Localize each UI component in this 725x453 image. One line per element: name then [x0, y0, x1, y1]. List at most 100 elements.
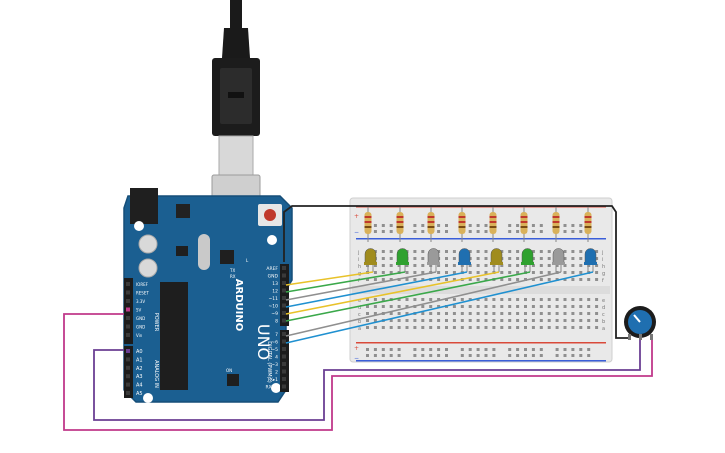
rail-hole[interactable]: [531, 354, 535, 357]
breadboard-hole[interactable]: [587, 312, 591, 315]
rail-hole[interactable]: [413, 354, 417, 357]
breadboard-hole[interactable]: [555, 312, 559, 315]
rail-hole[interactable]: [421, 230, 425, 233]
breadboard-hole[interactable]: [531, 305, 535, 308]
rail-hole[interactable]: [539, 348, 543, 351]
breadboard-hole[interactable]: [484, 326, 488, 329]
breadboard-hole[interactable]: [476, 250, 480, 253]
breadboard-hole[interactable]: [500, 319, 504, 322]
rail-hole[interactable]: [476, 224, 480, 227]
breadboard-hole[interactable]: [539, 319, 543, 322]
analog-pin[interactable]: [126, 391, 130, 395]
breadboard-hole[interactable]: [547, 326, 551, 329]
rail-hole[interactable]: [484, 230, 488, 233]
breadboard-hole[interactable]: [373, 305, 377, 308]
rail-hole[interactable]: [484, 224, 488, 227]
rail-hole[interactable]: [587, 354, 591, 357]
breadboard-hole[interactable]: [500, 305, 504, 308]
power-pin[interactable]: [126, 290, 130, 295]
breadboard-hole[interactable]: [468, 278, 472, 281]
breadboard-hole[interactable]: [381, 278, 385, 281]
breadboard-hole[interactable]: [539, 305, 543, 308]
breadboard-hole[interactable]: [397, 312, 401, 315]
breadboard-hole[interactable]: [587, 305, 591, 308]
breadboard-hole[interactable]: [429, 305, 433, 308]
breadboard-hole[interactable]: [373, 326, 377, 329]
digital-pin[interactable]: [282, 339, 286, 344]
rail-hole[interactable]: [421, 348, 425, 351]
breadboard-hole[interactable]: [421, 298, 425, 301]
rail-hole[interactable]: [476, 348, 480, 351]
breadboard-hole[interactable]: [413, 319, 417, 322]
breadboard-hole[interactable]: [484, 257, 488, 260]
rail-hole[interactable]: [508, 224, 512, 227]
breadboard-hole[interactable]: [563, 250, 567, 253]
breadboard-hole[interactable]: [437, 312, 441, 315]
breadboard-hole[interactable]: [389, 319, 393, 322]
breadboard-hole[interactable]: [413, 271, 417, 274]
breadboard-hole[interactable]: [373, 298, 377, 301]
breadboard-hole[interactable]: [460, 298, 464, 301]
rail-hole[interactable]: [389, 354, 393, 357]
breadboard-hole[interactable]: [516, 319, 520, 322]
rail-hole[interactable]: [468, 230, 472, 233]
breadboard-hole[interactable]: [452, 264, 456, 267]
rail-hole[interactable]: [413, 224, 417, 227]
breadboard-hole[interactable]: [508, 278, 512, 281]
breadboard-hole[interactable]: [366, 312, 369, 315]
breadboard-hole[interactable]: [389, 257, 393, 260]
breadboard-hole[interactable]: [437, 305, 441, 308]
breadboard-hole[interactable]: [571, 305, 575, 308]
rail-hole[interactable]: [555, 354, 559, 357]
rail-hole[interactable]: [531, 348, 535, 351]
breadboard-hole[interactable]: [531, 250, 535, 253]
rail-hole[interactable]: [571, 224, 575, 227]
breadboard-hole[interactable]: [366, 278, 369, 281]
breadboard-hole[interactable]: [531, 326, 535, 329]
breadboard-hole[interactable]: [508, 319, 512, 322]
rail-hole[interactable]: [508, 230, 512, 233]
digital-pin[interactable]: [282, 303, 286, 308]
breadboard-hole[interactable]: [468, 271, 472, 274]
digital-pin[interactable]: [282, 332, 286, 336]
breadboard-hole[interactable]: [524, 326, 527, 329]
reset-button[interactable]: [264, 209, 276, 221]
breadboard-hole[interactable]: [484, 250, 488, 253]
breadboard-hole[interactable]: [595, 257, 599, 260]
digital-pin[interactable]: [282, 318, 286, 323]
breadboard-hole[interactable]: [579, 271, 583, 274]
breadboard-hole[interactable]: [405, 305, 409, 308]
breadboard-hole[interactable]: [405, 319, 409, 322]
rail-hole[interactable]: [508, 348, 512, 351]
breadboard-hole[interactable]: [587, 319, 591, 322]
rail-hole[interactable]: [381, 230, 385, 233]
breadboard-hole[interactable]: [413, 298, 417, 301]
breadboard-hole[interactable]: [452, 298, 456, 301]
breadboard-hole[interactable]: [389, 326, 393, 329]
breadboard-hole[interactable]: [547, 278, 551, 281]
breadboard-hole[interactable]: [524, 305, 527, 308]
breadboard-hole[interactable]: [445, 298, 448, 301]
breadboard-hole[interactable]: [366, 305, 369, 308]
breadboard-hole[interactable]: [571, 257, 575, 260]
breadboard-hole[interactable]: [429, 312, 433, 315]
digital-pin[interactable]: [282, 296, 286, 300]
breadboard-hole[interactable]: [500, 278, 504, 281]
led[interactable]: [396, 248, 409, 265]
breadboard-hole[interactable]: [595, 271, 599, 274]
rail-hole[interactable]: [373, 224, 377, 227]
breadboard-hole[interactable]: [547, 319, 551, 322]
rail-hole[interactable]: [389, 230, 393, 233]
breadboard-hole[interactable]: [555, 298, 559, 301]
breadboard-hole[interactable]: [381, 257, 385, 260]
breadboard-hole[interactable]: [508, 305, 512, 308]
breadboard-hole[interactable]: [524, 312, 527, 315]
breadboard-hole[interactable]: [366, 326, 369, 329]
breadboard-hole[interactable]: [468, 298, 472, 301]
breadboard-hole[interactable]: [468, 312, 472, 315]
breadboard-hole[interactable]: [539, 250, 543, 253]
breadboard-hole[interactable]: [452, 305, 456, 308]
breadboard-hole[interactable]: [445, 271, 448, 274]
rail-hole[interactable]: [437, 224, 441, 227]
breadboard-hole[interactable]: [452, 278, 456, 281]
